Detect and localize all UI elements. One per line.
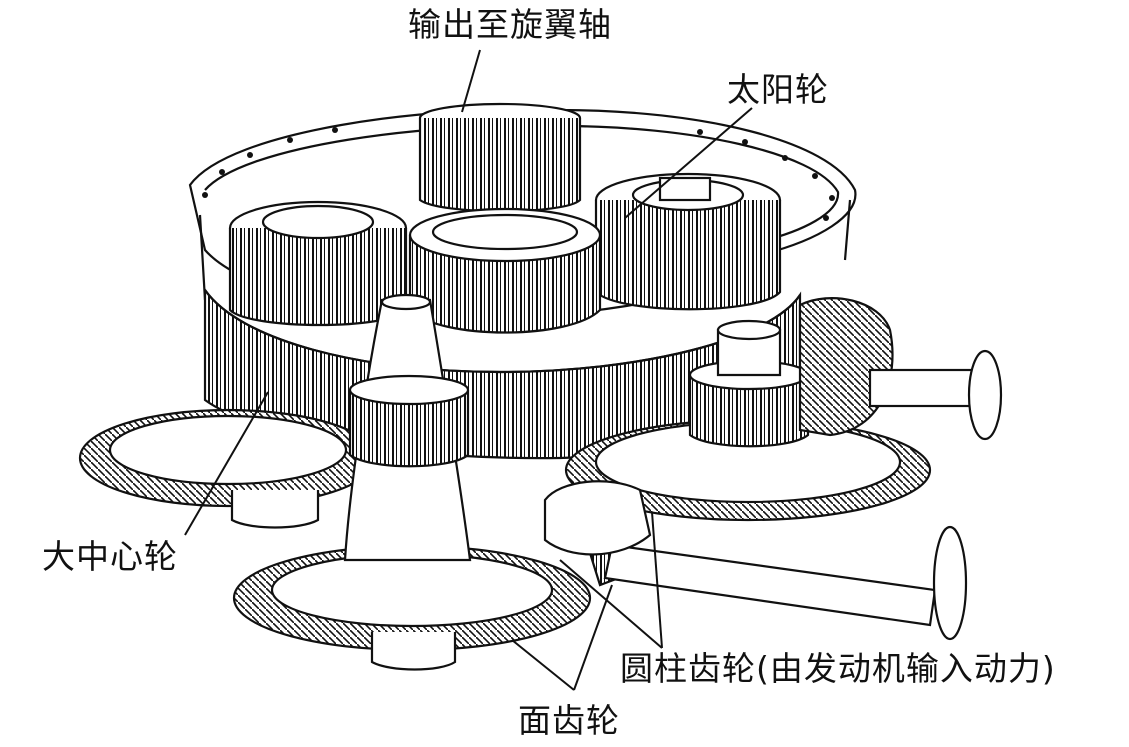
leader-lines — [184, 49, 753, 691]
upper-input-shaft — [798, 297, 1003, 441]
leader-face-2 — [573, 584, 613, 691]
left-planet-gear — [228, 200, 408, 327]
output-shaft-gear — [418, 102, 582, 213]
label-spur-gear-input: 圆柱齿轮(由发动机输入动力) — [620, 649, 1056, 688]
leader-output — [461, 49, 481, 113]
leader-spur — [559, 559, 663, 649]
lower-input-shaft — [543, 480, 968, 641]
label-output-to-rotor-shaft: 输出至旋翼轴 — [408, 5, 612, 44]
label-sun-gear: 太阳轮 — [727, 70, 829, 109]
center-pinion-shaft — [343, 293, 472, 562]
sun-gear — [594, 172, 782, 311]
leader-face-1 — [511, 639, 575, 691]
right-face-gear — [564, 319, 932, 522]
leader-spur-2 — [651, 511, 663, 649]
left-face-gear — [78, 408, 378, 529]
leader-sun — [624, 107, 753, 219]
lower-face-gear — [232, 544, 592, 671]
label-large-center-gear: 大中心轮 — [42, 537, 178, 576]
center-hub — [408, 207, 602, 334]
leader-large-center — [184, 391, 269, 536]
label-face-gear: 面齿轮 — [518, 701, 620, 740]
